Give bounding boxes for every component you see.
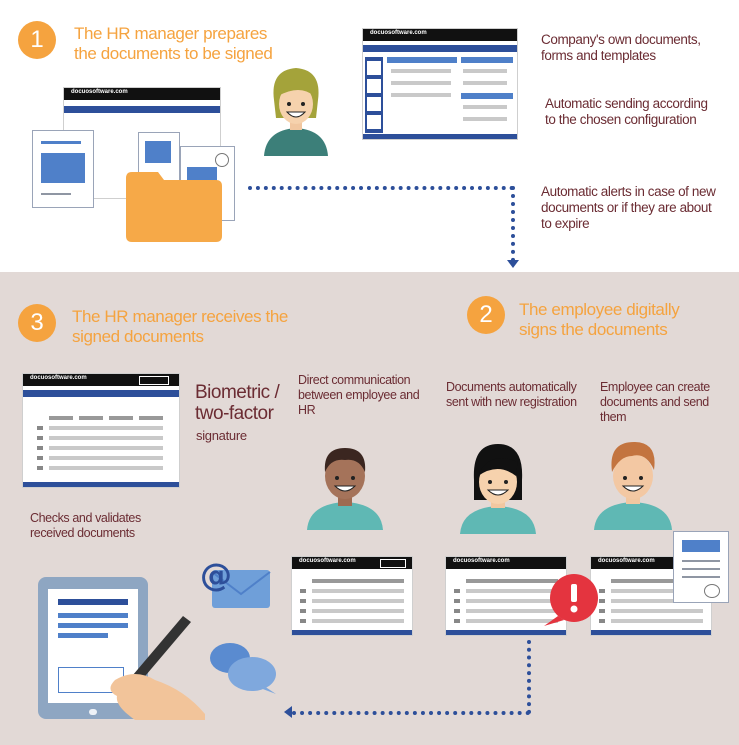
step-3-badge: 3 [18,304,56,342]
at-sign-icon: @ [200,556,272,612]
alert-icon [540,572,602,630]
auto-sent-text: Documents automatically sent with new re… [446,380,577,409]
step-3-title: The HR manager receives the signed docum… [72,307,288,346]
checks-validates-text: Checks and validates received documents [30,511,141,540]
svg-text:@: @ [200,556,232,594]
brand-label: docuosoftware.com [598,558,655,564]
connector-step1-to-step2 [248,186,514,190]
brand-label: docuosoftware.com [30,375,87,381]
biometric-subtitle: signature [196,428,247,443]
arrow-left-icon [284,706,292,718]
document-sheet-left [32,130,94,208]
brand-label: docuosoftware.com [370,30,427,36]
tablet-device [38,577,148,719]
employee-avatar-2 [458,440,538,534]
hr-manager-avatar [260,66,332,156]
signed-docs-app-window: docuosoftware.com [22,373,180,488]
employee-avatar-1 [305,438,385,530]
brand-label: docuosoftware.com [453,558,510,564]
feature-automatic-alerts: Automatic alerts in case of new document… [541,184,716,231]
employee-app-window-1: docuosoftware.com [291,556,413,636]
biometric-title: Biometric / two-factor [195,382,280,424]
feature-automatic-sending: Automatic sending according to the chose… [545,96,708,127]
brand-label: docuosoftware.com [299,558,356,564]
employee-avatar-3 [592,436,674,530]
brand-label: docuosoftware.com [71,89,128,95]
step-1-badge: 1 [18,21,56,59]
direct-communication-text: Direct communication between employee an… [298,373,420,417]
chat-bubbles-icon [208,640,280,696]
employee-app-window-2: docuosoftware.com [445,556,567,636]
folder-icon [124,170,224,244]
step-1-title: The HR manager prepares the documents to… [74,24,273,63]
arrow-down-icon [507,260,519,268]
certificate-document [673,531,729,603]
step-2-title: The employee digitally signs the documen… [519,300,680,339]
step-2-badge: 2 [467,296,505,334]
connector-step2-to-step3 [527,640,531,714]
template-app-window: docuosoftware.com [362,28,518,140]
create-docs-text: Employee can create documents and send t… [600,380,710,424]
signature-pen-icon [95,610,205,720]
feature-own-documents: Company's own documents, forms and templ… [541,32,701,63]
